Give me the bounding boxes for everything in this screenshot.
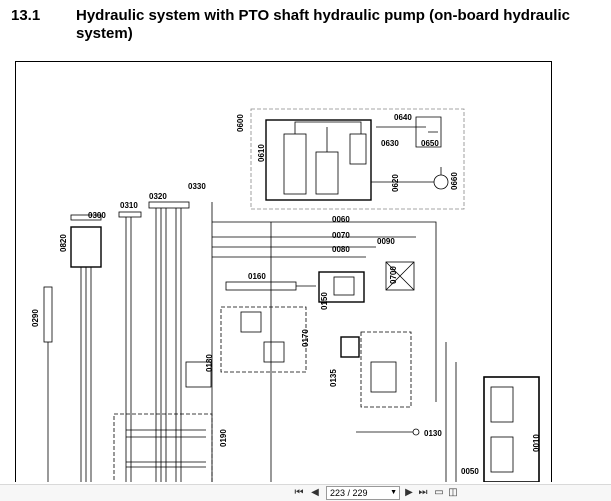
component-label-0190: 0190: [219, 429, 228, 447]
page-number-field[interactable]: 223 / 229 ▼: [326, 486, 400, 500]
component-label-0820: 0820: [59, 234, 68, 252]
component-label-0620: 0620: [391, 174, 400, 192]
section-number: 13.1: [11, 7, 41, 24]
component-label-0600: 0600: [236, 114, 245, 132]
component-label-0180: 0180: [205, 354, 214, 372]
section-title: Hydraulic system with PTO shaft hydrauli…: [76, 7, 570, 42]
schematic-labels: 0600 0640 0610 0630 0650 0620 0660 0330 0320 0310…: [31, 113, 541, 476]
previous-page-icon[interactable]: ◀: [311, 487, 319, 498]
component-label-0090: 0090: [377, 237, 395, 246]
component-label-0660: 0660: [450, 172, 459, 190]
component-label-0160: 0160: [248, 272, 266, 281]
pdf-viewer-toolbar: ⏮ ◀ 223 / 229 ▼ ▶ ⏭ ▭ ◫: [0, 484, 611, 501]
chevron-down-icon[interactable]: ▼: [390, 489, 397, 496]
component-label-0320: 0320: [149, 192, 167, 201]
component-label-0610: 0610: [257, 144, 266, 162]
component-label-0010: 0010: [532, 434, 541, 452]
component-label-0050: 0050: [461, 467, 479, 476]
first-page-icon[interactable]: ⏮: [294, 487, 304, 498]
component-label-0170: 0170: [301, 329, 310, 347]
two-page-view-icon[interactable]: ◫: [448, 487, 458, 498]
component-label-0150: 0150: [320, 292, 329, 310]
section-heading: 13.1 Hydraulic system with PTO shaft hyd…: [0, 4, 611, 46]
page-indicator: 223 / 229: [330, 488, 368, 498]
schematic-drawing: [43, 108, 540, 482]
component-label-0330: 0330: [188, 182, 206, 191]
component-label-0080: 0080: [332, 245, 350, 254]
component-label-0310: 0310: [120, 201, 138, 210]
single-page-view-icon[interactable]: ▭: [434, 487, 444, 498]
last-page-icon[interactable]: ⏭: [418, 487, 428, 498]
hydraulic-schematic: 0600 0640 0610 0630 0650 0620 0660 0330 0320 0310…: [15, 61, 552, 482]
component-label-0700: 0700: [389, 266, 398, 284]
component-label-0135: 0135: [329, 369, 338, 387]
next-page-icon[interactable]: ▶: [405, 487, 413, 498]
component-label-0650: 0650: [421, 139, 439, 148]
component-label-0630: 0630: [381, 139, 399, 148]
component-label-0060: 0060: [332, 215, 350, 224]
component-label-0300: 0300: [88, 211, 106, 220]
component-label-0290: 0290: [31, 309, 40, 327]
component-label-0070: 0070: [332, 231, 350, 240]
component-label-0130: 0130: [424, 429, 442, 438]
component-label-0640: 0640: [394, 113, 412, 122]
